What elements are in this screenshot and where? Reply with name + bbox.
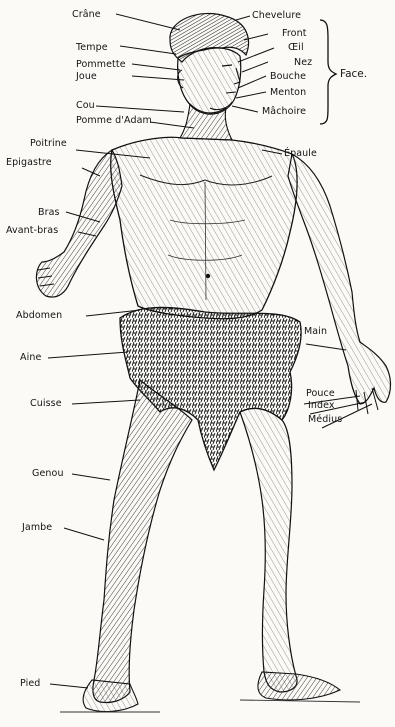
label-pommette: Pommette xyxy=(76,59,126,70)
label-joue: Joue xyxy=(76,71,97,82)
label-pomme-adam: Pomme d'Adam xyxy=(76,115,152,126)
label-poitrine: Poitrine xyxy=(30,138,67,149)
label-aine: Aine xyxy=(20,352,41,363)
label-epigastre: Epigastre xyxy=(6,157,52,168)
label-pied: Pied xyxy=(20,678,40,689)
label-jambe: Jambe xyxy=(22,522,52,533)
label-bras: Bras xyxy=(38,207,60,218)
label-nez: Nez xyxy=(294,57,312,68)
left-leg-shape xyxy=(93,380,192,703)
label-genou: Genou xyxy=(32,468,64,479)
label-cuisse: Cuisse xyxy=(30,398,62,409)
label-oeil: Œil xyxy=(288,42,304,53)
label-menton: Menton xyxy=(270,87,306,98)
face-brace xyxy=(320,20,336,124)
label-epaule: Épaule xyxy=(284,148,317,159)
label-avant-bras: Avant-bras xyxy=(6,225,58,236)
right-leg-shape xyxy=(240,408,297,692)
label-chevelure: Chevelure xyxy=(252,10,301,21)
left-arm-shape xyxy=(36,150,122,297)
label-face-group: Face. xyxy=(340,68,367,80)
label-machoire: Mâchoire xyxy=(262,106,306,117)
left-foot-shape xyxy=(83,680,138,711)
label-bouche: Bouche xyxy=(270,71,306,82)
torso-shape xyxy=(111,137,297,318)
label-medius: Médius xyxy=(308,414,342,425)
right-foot-shape xyxy=(258,672,340,700)
label-front: Front xyxy=(282,28,307,39)
label-cou: Cou xyxy=(76,100,95,111)
right-arm-shape xyxy=(288,154,391,404)
label-main: Main xyxy=(304,326,327,337)
head-shape xyxy=(178,48,241,114)
label-crane: Crâne xyxy=(72,9,101,20)
label-index: Index xyxy=(308,400,335,411)
label-tempe: Tempe xyxy=(76,42,108,53)
label-abdomen: Abdomen xyxy=(16,310,62,321)
label-pouce: Pouce xyxy=(306,388,335,399)
